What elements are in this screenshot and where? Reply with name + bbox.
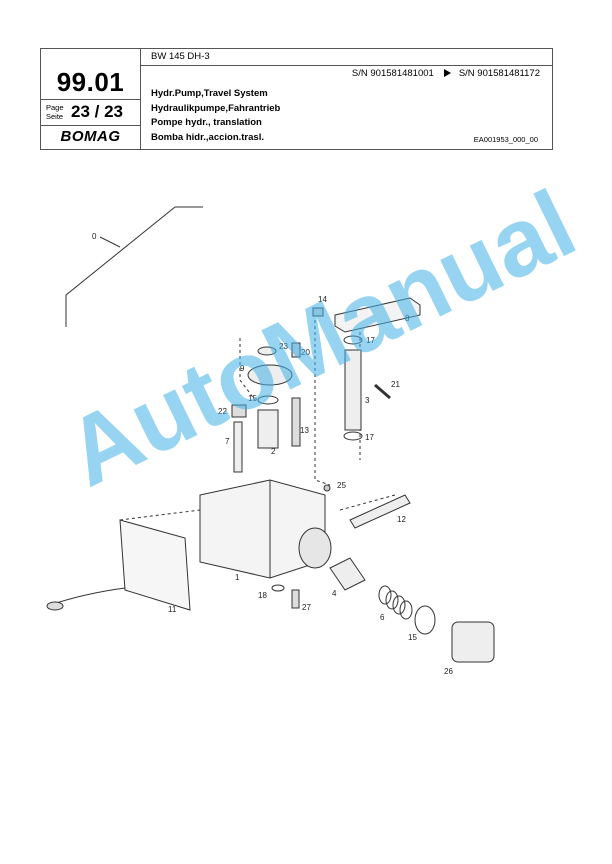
part-12-bolt xyxy=(349,494,411,529)
callout-17b: 17 xyxy=(365,433,374,442)
housing-port xyxy=(298,527,332,569)
serial-range: S/N 901581481001 S/N 901581481172 xyxy=(352,68,540,79)
part-9-flange xyxy=(247,364,293,386)
callout-23: 23 xyxy=(279,342,288,351)
leader-line xyxy=(99,236,121,248)
drawing-reference: EA001953_000_00 xyxy=(473,135,538,144)
guide-line xyxy=(239,338,256,401)
callout-7: 7 xyxy=(225,437,230,446)
bomag-logo: BOMAG xyxy=(60,128,121,145)
part-6-spring xyxy=(378,585,413,620)
callout-25: 25 xyxy=(337,481,346,490)
part-22-nut xyxy=(231,404,247,418)
part-8-bar xyxy=(334,297,421,333)
part-15-oring-large xyxy=(414,605,436,635)
part-27-pin xyxy=(291,589,300,609)
part-21-pin xyxy=(374,383,391,400)
part-23-washer xyxy=(257,346,277,356)
assembly-titles: Hydr.Pump,Travel System Hydraulikpumpe,F… xyxy=(151,87,280,145)
assembly-bracket xyxy=(65,206,203,327)
part-11-tag xyxy=(46,601,64,611)
part-26-plug xyxy=(451,621,495,663)
part-17-oring xyxy=(343,431,363,441)
page-label-de: Seite xyxy=(46,112,64,121)
callout-21: 21 xyxy=(391,380,400,389)
part-20-screw xyxy=(291,342,301,358)
part-11-tag-wire xyxy=(49,587,126,606)
part-18-oring xyxy=(271,584,285,592)
callout-27: 27 xyxy=(302,603,311,612)
callout-11: 11 xyxy=(168,605,177,614)
callout-15: 15 xyxy=(248,394,257,403)
callout-3: 3 xyxy=(365,396,370,405)
group-panel: 99.01 Page Seite 23 / 23 BOMAG xyxy=(41,49,141,149)
callout-26: 26 xyxy=(444,667,453,676)
serial-to: S/N 901581481172 xyxy=(458,68,540,79)
divider xyxy=(41,99,140,100)
callout-0: 0 xyxy=(92,232,97,241)
arrow-right-icon xyxy=(443,69,451,77)
callout-6: 6 xyxy=(380,613,385,622)
title-de: Hydraulikpumpe,Fahrantrieb xyxy=(151,102,281,114)
guide-line xyxy=(314,320,331,486)
part-13-bolt xyxy=(291,397,301,447)
title-fr: Pompe hydr., translation xyxy=(151,117,262,128)
callout-18: 18 xyxy=(258,591,267,600)
serial-from: S/N 901581481001 xyxy=(351,68,434,79)
page-label-en: Page xyxy=(46,103,64,112)
divider xyxy=(140,65,552,66)
divider xyxy=(41,125,140,126)
callout-20: 20 xyxy=(301,348,310,357)
page-labels: Page Seite xyxy=(46,103,64,121)
part-17-oring xyxy=(343,335,363,345)
exploded-view-drawing: 0 14 8 17 23 20 9 21 3 15 22 7 2 13 17 2… xyxy=(46,206,495,676)
callout-22: 22 xyxy=(218,407,227,416)
callout-2: 2 xyxy=(271,447,276,456)
page-number: 23 / 23 xyxy=(71,102,123,121)
callout-17: 17 xyxy=(366,336,375,345)
title-en: Hydr.Pump,Travel System xyxy=(151,88,268,99)
part-4-sleeve xyxy=(329,557,366,591)
callout-1: 1 xyxy=(235,573,240,582)
part-15-oring xyxy=(257,395,279,405)
callout-8: 8 xyxy=(405,314,410,323)
part-25-plug xyxy=(323,484,331,492)
model-name: BW 145 DH-3 xyxy=(151,51,210,62)
callout-13: 13 xyxy=(300,426,309,435)
part-14-bolt xyxy=(312,307,324,317)
callout-12: 12 xyxy=(397,515,406,524)
guide-line xyxy=(119,509,201,521)
part-2-coupling xyxy=(257,409,279,449)
parts-header: 99.01 Page Seite 23 / 23 BOMAG BW 145 DH… xyxy=(40,48,553,150)
callout-4: 4 xyxy=(332,589,337,598)
part-7-stem xyxy=(233,421,243,473)
callout-15b: 15 xyxy=(408,633,417,642)
title-es: Bomba hidr.,accion.trasl. xyxy=(151,131,264,143)
callout-9: 9 xyxy=(240,364,245,373)
part-3-spool xyxy=(344,349,362,431)
part-11-gasket xyxy=(119,519,191,611)
group-code: 99.01 xyxy=(56,67,125,97)
callout-14: 14 xyxy=(318,295,327,304)
callout-labels: 0 14 8 17 23 20 9 21 3 15 22 7 2 13 17 2… xyxy=(92,232,453,676)
